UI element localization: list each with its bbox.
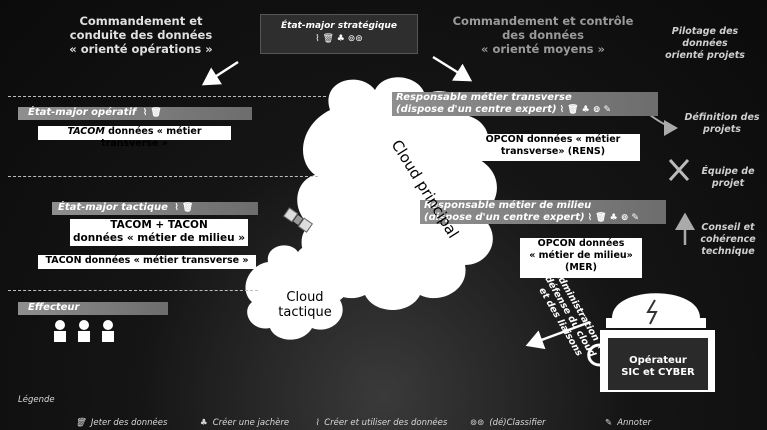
legend-item-classifier: ⊚⊚ (dé)Classifier bbox=[470, 410, 546, 429]
pilotage-line2: orienté projets bbox=[665, 50, 745, 61]
operateur-line2: SIC et CYBER bbox=[621, 367, 695, 378]
effecteur-figures-icon bbox=[54, 320, 114, 342]
legend-label-annoter: Annoter bbox=[617, 418, 652, 428]
legend-item-jeter: 🗑 Jeter des données bbox=[75, 410, 167, 429]
legend-label-creer: Créer et utiliser des données bbox=[324, 418, 448, 428]
tacom-rest: données « métier transverse » bbox=[101, 126, 202, 149]
opcon-transverse-line1: OPCON données « métier bbox=[485, 134, 621, 145]
tacom-milieu-box: TACOM + TACON données « métier de milieu… bbox=[70, 219, 248, 246]
header-left-line1: Commandement et bbox=[79, 14, 203, 28]
header-left-line2: conduite des données bbox=[69, 28, 213, 42]
tacom-transverse-box: TACOM données « métier transverse » bbox=[38, 126, 231, 149]
tacom-milieu-line1: TACOM + TACON bbox=[110, 219, 208, 231]
pilotage-label: Pilotage des données orienté projets bbox=[650, 26, 760, 62]
pilotage-line1: Pilotage des données bbox=[671, 26, 739, 49]
header-right: Commandement et contrôle des données « o… bbox=[445, 14, 641, 56]
cloud-tactique-label: Cloud tactique bbox=[260, 290, 350, 320]
opcon-milieu-box: OPCON données « métier de milieu» (MER) bbox=[520, 238, 642, 278]
legend-title: Légende bbox=[18, 395, 55, 405]
arrow-definition bbox=[649, 114, 678, 136]
chart-icon: ⌇ bbox=[315, 418, 320, 428]
legend: 🗑 Jeter des données ♣ Créer une jachère … bbox=[75, 410, 655, 429]
opcon-milieu-line3: (MER) bbox=[565, 262, 597, 273]
legend-item-annoter: ✎ Annoter bbox=[605, 410, 651, 429]
conseil-line2: cohérence bbox=[700, 234, 756, 245]
arrow-to-operatif bbox=[201, 60, 239, 86]
resp-milieu-line2: (dispose d'un centre expert) bbox=[424, 212, 585, 223]
opcon-transverse-line2: transverse» (RENS) bbox=[500, 146, 606, 157]
resp-transverse-line2: (dispose d'un centre expert) bbox=[396, 104, 557, 115]
definition-label: Définition des projets bbox=[680, 112, 764, 136]
arrow-to-transverse bbox=[432, 55, 473, 82]
operateur-line1: Opérateur bbox=[629, 355, 687, 366]
operatif-icons: ⌇ 🗑 bbox=[142, 108, 162, 118]
separator-operatif bbox=[8, 96, 326, 97]
tactique-title: État-major tactique bbox=[58, 202, 168, 213]
header-right-line2: des données bbox=[502, 28, 584, 42]
equipe-label: Équipe de projet bbox=[701, 166, 755, 189]
header-left-line3: « orienté opérations » bbox=[69, 42, 213, 56]
seedling-icon: ♣ bbox=[200, 418, 208, 428]
resp-transverse-bar: Responsable métier transverse (dispose d… bbox=[392, 92, 658, 116]
etat-major-strategique: État-major stratégique ⌇ 🗑 ♣ ⊚⊚ bbox=[260, 14, 418, 54]
operator-icon bbox=[587, 293, 715, 392]
strategique-icons: ⌇ 🗑 ♣ ⊚⊚ bbox=[315, 34, 363, 44]
separator-tactique bbox=[8, 176, 318, 177]
cloud-tactique-shape bbox=[245, 244, 350, 340]
opcon-milieu-line1: OPCON données bbox=[537, 238, 625, 249]
resp-milieu-line1: Responsable métier de milieu bbox=[424, 200, 592, 211]
header-right-line1: Commandement et contrôle bbox=[452, 14, 634, 28]
header-right-line3: « orienté moyens » bbox=[481, 42, 605, 56]
definition-line1: Définition des bbox=[684, 112, 760, 123]
tacom-milieu-line2: données « métier de milieu » bbox=[73, 232, 245, 244]
resp-transverse-line1: Responsable métier transverse bbox=[396, 92, 572, 103]
resp-transverse-icons: ⌇ 🗑 ♣ ⊚ ✎ bbox=[559, 105, 612, 115]
legend-item-jachere: ♣ Créer une jachère bbox=[200, 410, 289, 429]
tactique-icons: ⌇ 🗑 bbox=[174, 203, 194, 213]
cloud-tactique-line2: tactique bbox=[278, 305, 332, 320]
etat-major-tactique: État-major tactique ⌇ 🗑 bbox=[52, 202, 258, 215]
separator-effecteur bbox=[8, 290, 258, 291]
header-left: Commandement et conduite des données « o… bbox=[52, 14, 230, 56]
arrow-admin bbox=[525, 320, 591, 350]
conseil-line1: Conseil et bbox=[701, 222, 755, 233]
legend-label-classifier: (dé)Classifier bbox=[489, 418, 546, 428]
conseil-label: Conseil et cohérence technique bbox=[694, 222, 762, 258]
pencil-icon: ✎ bbox=[605, 418, 613, 428]
operatif-title: État-major opératif bbox=[28, 107, 137, 118]
satellite-icon bbox=[282, 207, 314, 233]
legend-label-jeter: Jeter des données bbox=[90, 418, 168, 428]
opcon-milieu-line2: « métier de milieu» bbox=[529, 250, 633, 261]
trash-icon: 🗑 bbox=[75, 418, 86, 428]
legend-item-creer: ⌇ Créer et utiliser des données bbox=[315, 410, 447, 429]
tools-icon bbox=[668, 158, 690, 182]
cloud-principal-shape bbox=[297, 77, 497, 311]
legend-label-jachere: Créer une jachère bbox=[212, 418, 290, 428]
resp-milieu-bar: Responsable métier de milieu (dispose d'… bbox=[420, 200, 666, 224]
conseil-line3: technique bbox=[701, 246, 755, 257]
effecteur-bar: Effecteur bbox=[18, 302, 168, 315]
operateur-label: Opérateur SIC et CYBER bbox=[612, 355, 704, 379]
tacom-prefix: TACOM bbox=[67, 126, 105, 137]
opcon-transverse-box: OPCON données « métier transverse» (RENS… bbox=[466, 134, 640, 161]
tacon-text: TACON données « métier transverse » bbox=[45, 255, 249, 266]
effecteur-title: Effecteur bbox=[28, 302, 80, 313]
cloud-tactique-line1: Cloud bbox=[286, 290, 324, 305]
strategique-title: État-major stratégique bbox=[281, 21, 397, 31]
definition-line2: projets bbox=[703, 124, 741, 135]
resp-milieu-icons: ⌇ 🗑 ♣ ⊚ ✎ bbox=[587, 213, 640, 223]
classify-icon: ⊚⊚ bbox=[470, 418, 485, 428]
tacon-transverse-box: TACON données « métier transverse » bbox=[38, 255, 256, 269]
etat-major-operatif: État-major opératif ⌇ 🗑 bbox=[18, 107, 252, 120]
